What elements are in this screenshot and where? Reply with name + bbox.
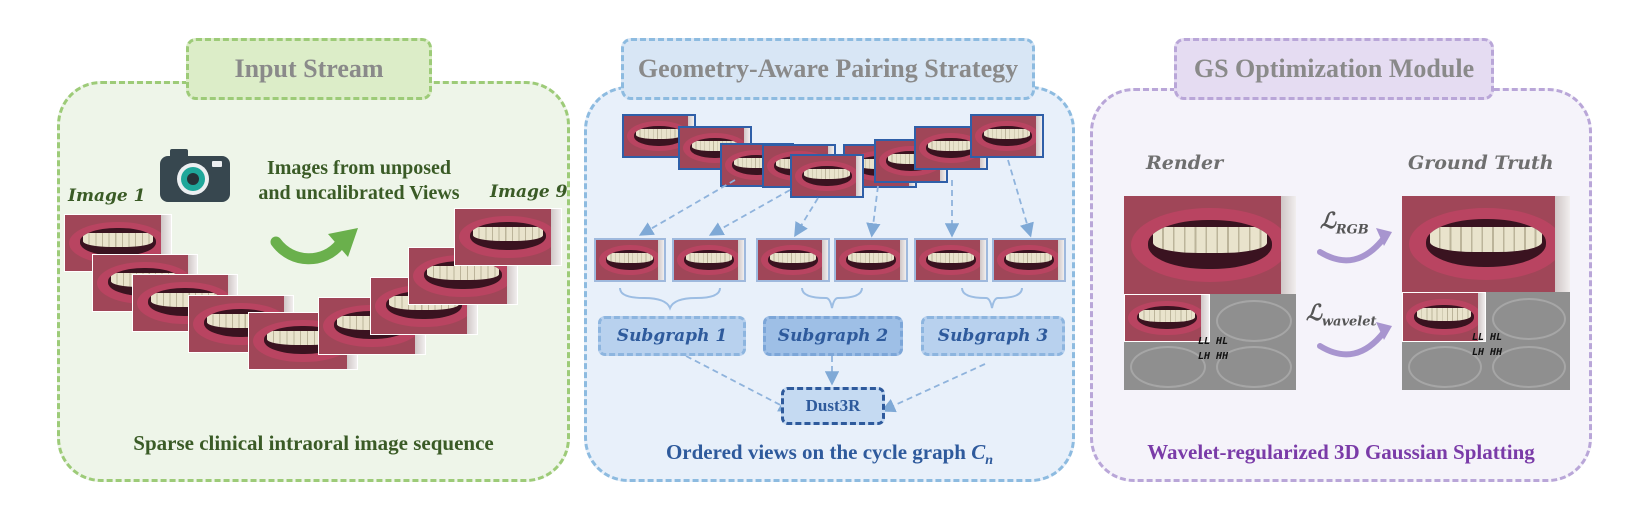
- pair-image-3a: [914, 238, 988, 282]
- camera-icon: [160, 149, 230, 202]
- pair-image-3b: [992, 238, 1066, 282]
- pair-image-1b: [672, 238, 746, 282]
- gs-optimization-title: GS Optimization Module: [1174, 38, 1494, 100]
- input-caption: Sparse clinical intraoral image sequence: [133, 431, 494, 455]
- ordered-view-8: [970, 114, 1044, 158]
- pair-image-1a: [594, 238, 666, 282]
- image-1-label: Image 1: [68, 186, 146, 206]
- input-image-9: [454, 208, 562, 266]
- pairing-caption: Ordered views on the cycle graph Cn: [584, 440, 1075, 469]
- ground-truth-image: [1402, 196, 1570, 292]
- dust3r-node: Dust3R: [781, 387, 885, 425]
- subgraph-1-node: Subgraph 1: [598, 316, 746, 356]
- loss-wavelet-label: ℒwavelet: [1306, 300, 1377, 330]
- curved-arrow-icon: [270, 224, 364, 270]
- input-description-line1: Images from unposed: [266, 157, 452, 179]
- ground-truth-label: Ground Truth: [1408, 152, 1554, 174]
- render-ll-thumbnail: [1124, 294, 1210, 342]
- input-description-line2: and uncalibrated Views: [258, 182, 460, 204]
- cycle-graph-symbol: Cn: [971, 440, 994, 469]
- input-stream-title: Input Stream: [186, 38, 432, 100]
- pair-image-2b: [834, 238, 908, 282]
- loss-rgb-label: ℒRGB: [1320, 208, 1369, 238]
- render-image: [1124, 196, 1296, 294]
- gs-caption: Wavelet-regularized 3D Gaussian Splattin…: [1147, 440, 1535, 464]
- render-label: Render: [1146, 152, 1224, 174]
- ground-truth-ll-thumbnail: [1402, 292, 1486, 342]
- pairing-strategy-title: Geometry-Aware Pairing Strategy: [621, 38, 1035, 100]
- ordered-view-9: [790, 154, 864, 198]
- pair-image-2a: [756, 238, 830, 282]
- subgraph-3-node: Subgraph 3: [921, 316, 1065, 356]
- subgraph-2-node: Subgraph 2: [763, 316, 903, 356]
- image-9-label: Image 9: [490, 182, 568, 202]
- pairing-caption-text: Ordered views on the cycle graph: [665, 440, 966, 464]
